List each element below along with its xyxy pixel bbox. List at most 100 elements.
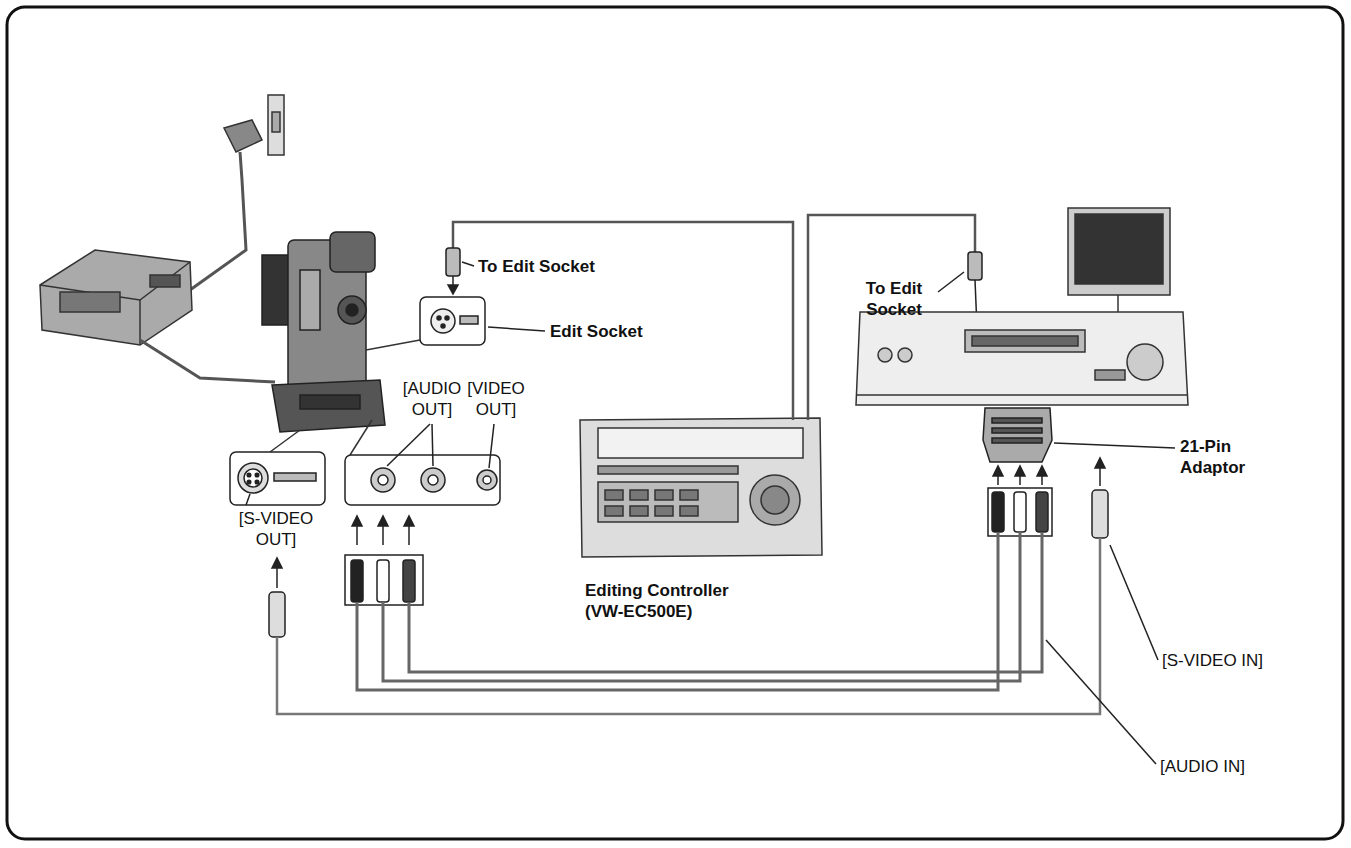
av-out-inset-part xyxy=(432,424,433,466)
wall-socket-part xyxy=(224,120,262,152)
television-part xyxy=(1117,295,1119,312)
s-video-cable xyxy=(277,538,1100,714)
camcorder xyxy=(262,232,420,455)
camcorder-part xyxy=(270,430,300,452)
edit-plug-part xyxy=(968,252,982,280)
av-out-inset-part xyxy=(345,455,500,505)
ac-adaptor-part xyxy=(40,250,192,345)
s-video-out-inset-part xyxy=(230,452,325,505)
camcorder-part xyxy=(300,270,320,330)
av-plugs-vcr-part xyxy=(993,466,1003,476)
scart-adaptor-part xyxy=(992,438,1042,443)
television xyxy=(1068,208,1170,312)
video-recorder-part xyxy=(1095,370,1125,380)
s-video-plug-camera xyxy=(269,558,285,637)
edit-socket-inset-part xyxy=(488,327,545,331)
edit-socket-inset-part xyxy=(441,324,445,328)
camcorder-part xyxy=(346,304,358,316)
editing-controller-part xyxy=(605,490,623,500)
frame-part xyxy=(7,7,1343,839)
ac-adaptor-part xyxy=(60,292,120,312)
av-plugs-vcr-part xyxy=(992,492,1004,532)
camcorder-part xyxy=(300,395,360,409)
av-plugs-vcr-part xyxy=(1036,492,1048,532)
edit-socket-inset-part xyxy=(445,316,449,320)
av-plugs-camera-part xyxy=(403,560,415,602)
s-video-out-inset-part xyxy=(255,480,259,484)
s-video-out-inset-part xyxy=(255,473,259,477)
av-cable-part xyxy=(357,532,998,690)
part-label: 21-Pin Adaptor xyxy=(1180,436,1272,478)
edit-socket-inset-part xyxy=(460,316,478,324)
av-out-inset-part xyxy=(489,424,494,468)
leader-line xyxy=(1046,640,1156,764)
edit-socket-inset-part xyxy=(420,297,485,345)
edit-plug-part xyxy=(938,272,964,292)
scart-adaptor-part xyxy=(992,418,1042,423)
edit-socket-inset-part xyxy=(437,316,441,320)
av-plugs-camera-part xyxy=(377,560,389,602)
wall-socket-part xyxy=(268,95,284,155)
av-out-inset-part xyxy=(387,424,430,466)
av-out-inset-part xyxy=(428,475,438,485)
s-video-out-inset-part xyxy=(274,473,316,481)
av-plugs-vcr-part xyxy=(1015,466,1025,476)
video-recorder-part xyxy=(972,336,1078,346)
av-plugs-vcr-part xyxy=(988,488,1052,536)
editing-controller-part xyxy=(605,506,623,516)
ac-adaptor-part xyxy=(140,340,275,382)
s-video-out-inset-part xyxy=(238,463,268,493)
part-label: Editing Controller (VW-EC500E) xyxy=(585,580,757,622)
av-cable xyxy=(357,532,1042,690)
callout-label: Edit Socket xyxy=(550,321,643,342)
editing-controller-part xyxy=(598,428,803,458)
video-recorder-part xyxy=(898,348,912,362)
editing-controller xyxy=(580,418,822,557)
editing-controller-part xyxy=(680,506,698,516)
av-plugs-camera-part xyxy=(352,516,362,526)
av-plugs-camera-part xyxy=(345,555,423,605)
port-label: [VIDEO OUT] xyxy=(464,378,528,420)
av-out-inset-part xyxy=(421,468,445,492)
video-recorder-part xyxy=(878,348,892,362)
editing-controller-part xyxy=(680,490,698,500)
av-plugs-camera-part xyxy=(404,516,414,526)
s-video-out-inset-part xyxy=(247,480,251,484)
video-recorder xyxy=(856,312,1188,405)
editing-controller-part xyxy=(655,506,673,516)
s-video-plug-vcr-part xyxy=(1110,545,1158,660)
s-video-plug-vcr-part xyxy=(1092,490,1108,538)
editing-controller-part xyxy=(598,482,738,522)
av-plugs-camera xyxy=(345,516,423,605)
edit-plug-part xyxy=(462,262,474,266)
editing-controller-part xyxy=(598,466,738,474)
scart-adaptor-part xyxy=(992,428,1042,433)
camcorder-part xyxy=(272,380,385,432)
callout-label: To Edit Socket xyxy=(852,278,936,320)
editing-controller-part xyxy=(655,490,673,500)
av-plugs-vcr-part xyxy=(1014,492,1026,532)
port-label: [AUDIO OUT] xyxy=(400,378,464,420)
av-out-inset-part xyxy=(371,468,395,492)
television-part xyxy=(1068,208,1170,295)
video-recorder-part xyxy=(856,394,1188,396)
editing-controller-part xyxy=(750,475,800,525)
av-out-inset-part xyxy=(477,470,497,490)
av-cable-part xyxy=(383,532,1020,681)
av-plugs-camera-part xyxy=(351,560,363,602)
av-out-inset-part xyxy=(378,475,388,485)
wall-socket-part xyxy=(190,152,246,290)
av-plugs-vcr-part xyxy=(1037,466,1047,476)
scart-adaptor-part xyxy=(983,408,1052,462)
s-video-out-inset-part xyxy=(246,494,250,505)
editing-controller-part xyxy=(630,506,648,516)
s-video-out-inset-part xyxy=(247,473,251,477)
s-video-plug-camera-part xyxy=(272,558,282,568)
s-video-out-inset xyxy=(230,452,325,505)
edit-cable-part xyxy=(453,222,793,420)
editing-controller-part xyxy=(761,486,789,514)
s-video-cable-part xyxy=(277,538,1100,714)
edit-socket-inset-part xyxy=(431,309,455,333)
ac-adaptor xyxy=(40,250,275,382)
